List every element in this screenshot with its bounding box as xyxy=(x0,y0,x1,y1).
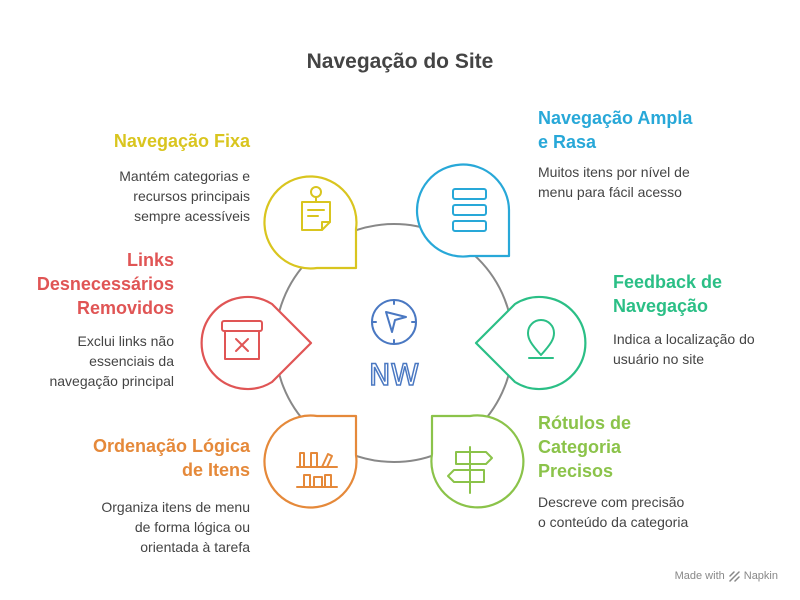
desc-broad: Muitos itens por nível de menu para fáci… xyxy=(538,164,690,200)
list-icon xyxy=(452,188,487,232)
node-links xyxy=(200,295,313,391)
desc-fixed: Mantém categorias e recursos principais … xyxy=(119,168,250,224)
archive-x-icon xyxy=(221,320,263,360)
page-title: Navegação do Site xyxy=(306,50,494,73)
desc-links: Exclui links não essenciais da navegação… xyxy=(49,333,174,389)
compass-icon xyxy=(371,299,417,345)
signpost-icon xyxy=(447,446,493,494)
node-labels xyxy=(430,414,525,509)
label-labels: Rótulos de Categoria Precisos xyxy=(538,413,631,481)
desc-feedback: Indica a localização do usuário no site xyxy=(613,331,755,367)
footer: Made with Napkin xyxy=(675,570,778,582)
footer-brand: Napkin xyxy=(743,570,778,582)
napkin-logo-icon xyxy=(729,570,740,582)
sticky-note-icon xyxy=(301,186,331,231)
label-order: Ordenação Lógica de Itens xyxy=(92,436,250,480)
location-pin-icon xyxy=(527,319,555,359)
label-fixed: Navegação Fixa xyxy=(113,131,250,151)
desc-labels: Descreve com precisão o conteúdo da cate… xyxy=(538,494,689,530)
label-feedback: Feedback de Navegação xyxy=(613,272,723,316)
node-broad xyxy=(415,163,511,258)
desc-order: Organiza itens de menu de forma lógica o… xyxy=(101,499,250,555)
label-broad: Navegação Ampla e Rasa xyxy=(538,108,693,152)
label-links: Links Desnecessários Removidos xyxy=(36,250,174,318)
node-fixed xyxy=(263,175,358,270)
bookshelf-icon xyxy=(296,452,338,488)
footer-made-with: Made with xyxy=(674,570,725,582)
center-nw-text: NW xyxy=(369,358,419,392)
